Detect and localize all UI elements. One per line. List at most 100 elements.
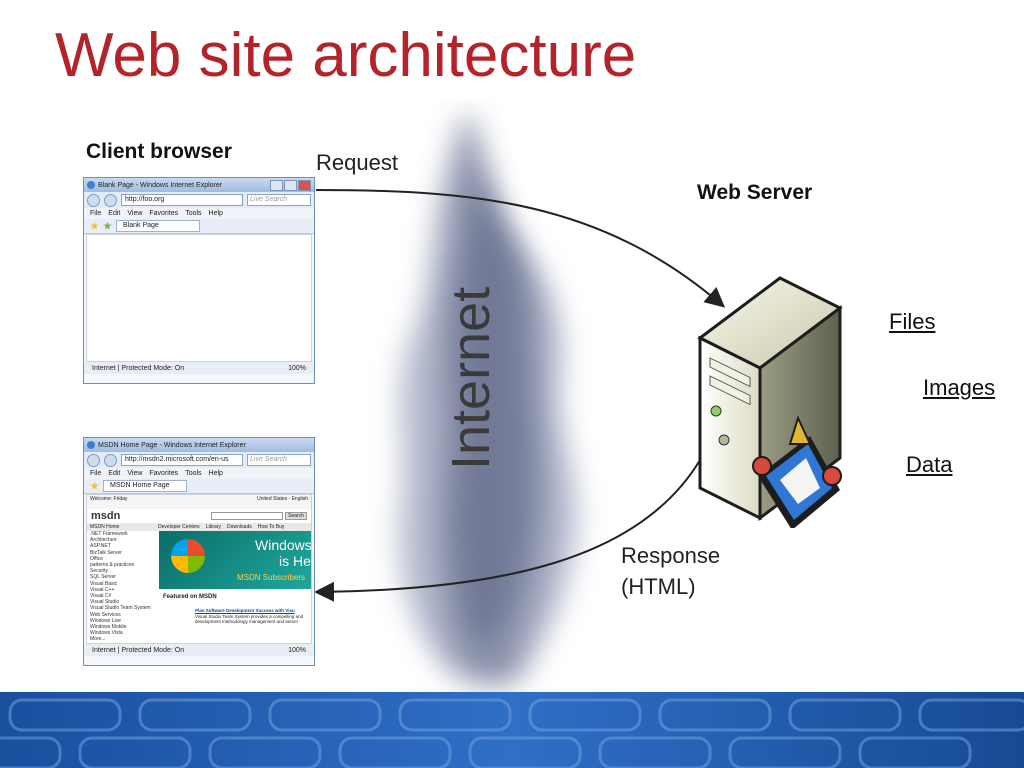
response-arrow (314, 459, 701, 602)
featured-text: Visual Studio Team System provides a com… (195, 614, 304, 624)
msdn-nav-howtobuy[interactable]: How To Buy (257, 524, 285, 530)
menu-file[interactable]: File (90, 210, 102, 217)
msdn-sidebar-item[interactable]: Architecture (90, 537, 117, 544)
msdn-nav-library[interactable]: Library (205, 524, 221, 530)
windows-banner[interactable]: Windows is He MSDN Subscribers (159, 531, 311, 589)
browser1-title: Blank Page - Windows Internet Explorer (98, 181, 223, 189)
forward-icon[interactable] (104, 193, 117, 207)
maximize-icon[interactable] (284, 180, 297, 191)
menu-view[interactable]: View (127, 210, 143, 217)
msdn-nav: MSDN Home Developer Centers Library Down… (87, 523, 311, 531)
msdn-page: Welcome: Friday United States - English … (86, 494, 312, 644)
browser1-tabbar: Blank Page (84, 219, 314, 234)
menu-favorites[interactable]: Favorites (149, 470, 179, 477)
browser2-tabbar: MSDN Home Page (84, 479, 314, 494)
menu-help[interactable]: Help (208, 210, 223, 217)
menu-help[interactable]: Help (208, 470, 223, 477)
msdn-sidebar-item[interactable]: Visual Studio Team System (90, 605, 151, 612)
browser2-addressbar: http://msdn2.microsoft.com/en-us Live Se… (84, 452, 314, 468)
browser2-menubar: File Edit View Favorites Tools Help (84, 468, 314, 479)
msdn-nav-devcenters[interactable]: Developer Centers (158, 524, 200, 530)
files-link[interactable]: Files (889, 309, 936, 334)
menu-edit[interactable]: Edit (108, 470, 121, 477)
msdn-sidebar-item[interactable]: More... (90, 636, 106, 643)
msdn-sidebar-item[interactable]: Windows Vista (90, 630, 123, 637)
msdn-sidebar-item[interactable]: Visual Studio (90, 599, 120, 606)
msdn-sidebar-item[interactable]: Windows Live (90, 617, 121, 624)
browser-window-msdn: MSDN Home Page - Windows Internet Explor… (83, 437, 315, 666)
back-icon[interactable] (87, 193, 100, 207)
menu-edit[interactable]: Edit (108, 210, 121, 217)
back-icon[interactable] (87, 453, 100, 467)
menu-file[interactable]: File (90, 470, 102, 477)
web-server-label: Web Server (697, 181, 813, 204)
banner-line2: is He (279, 553, 311, 569)
window-controls (270, 180, 311, 191)
msdn-search-button[interactable]: Search (285, 512, 307, 520)
response-format-label: (HTML) (621, 574, 696, 599)
menu-view[interactable]: View (127, 470, 143, 477)
ie-icon (87, 441, 95, 449)
add-favorite-icon[interactable] (103, 221, 112, 230)
msdn-locale[interactable]: United States - English (257, 496, 308, 502)
browser2-tab[interactable]: MSDN Home Page (103, 480, 187, 492)
msdn-sidebar-item[interactable]: Visual C++ (90, 586, 115, 593)
msdn-header: msdn Search (87, 509, 311, 523)
ie-icon (87, 181, 95, 189)
browser2-zoom[interactable]: 100% (288, 646, 306, 654)
msdn-sidebar-item[interactable]: patterns & practices (90, 562, 135, 569)
msdn-sidebar-item[interactable]: Security (90, 568, 109, 575)
browser2-title: MSDN Home Page - Windows Internet Explor… (98, 441, 246, 449)
images-link[interactable]: Images (923, 375, 996, 400)
minimize-icon[interactable] (270, 180, 283, 191)
banner-line1: Windows (255, 537, 311, 553)
forward-icon[interactable] (104, 453, 117, 467)
browser1-url[interactable]: http://foo.org (121, 194, 243, 206)
msdn-welcome: Welcome: Friday (90, 496, 128, 502)
msdn-nav-downloads[interactable]: Downloads (226, 524, 252, 530)
browser1-content (86, 234, 312, 362)
browser1-status: Internet | Protected Mode: On (92, 364, 185, 372)
msdn-sidebar-item[interactable]: ASP.NET (90, 543, 111, 550)
request-arrow (315, 189, 726, 308)
data-link[interactable]: Data (906, 452, 953, 477)
msdn-nav-home[interactable]: MSDN Home (90, 524, 120, 530)
featured-link[interactable]: Plan Software Development Success with V… (195, 608, 295, 613)
featured-title: Featured on MSDN (163, 594, 217, 600)
msdn-logo[interactable]: msdn (91, 510, 121, 522)
windows-logo-icon (171, 539, 205, 573)
browser1-zoom[interactable]: 100% (288, 364, 306, 372)
menu-favorites[interactable]: Favorites (149, 210, 179, 217)
favorites-star-icon[interactable] (90, 221, 99, 230)
msdn-sidebar-item[interactable]: Web Services (90, 611, 121, 618)
msdn-sidebar-item[interactable]: BizTalk Server (90, 549, 122, 556)
browser1-tab[interactable]: Blank Page (116, 220, 200, 232)
browser-window-blank: Blank Page - Windows Internet Explorer h… (83, 177, 315, 384)
browser1-titlebar: Blank Page - Windows Internet Explorer (84, 178, 314, 192)
menu-tools[interactable]: Tools (185, 470, 202, 477)
browser1-addressbar: http://foo.org Live Search (84, 192, 314, 208)
browser2-search[interactable]: Live Search (247, 454, 311, 466)
menu-tools[interactable]: Tools (185, 210, 202, 217)
favorites-star-icon[interactable] (90, 481, 99, 490)
msdn-sidebar-item[interactable]: Office (90, 555, 103, 562)
msdn-sidebar-item[interactable]: SQL Server (90, 574, 116, 581)
close-icon[interactable] (298, 180, 311, 191)
msdn-sidebar-item[interactable]: Visual C# (90, 593, 112, 600)
msdn-sidebar-item[interactable]: .NET Framework (90, 531, 128, 537)
request-label: Request (316, 150, 398, 175)
browser1-statusbar: Internet | Protected Mode: On 100% (84, 362, 314, 374)
browser1-menubar: File Edit View Favorites Tools Help (84, 208, 314, 219)
msdn-search-input[interactable] (211, 512, 284, 520)
footer-band (0, 692, 1024, 768)
web-server-icon (697, 276, 843, 528)
browser2-url[interactable]: http://msdn2.microsoft.com/en-us (121, 454, 243, 466)
msdn-sidebar-item[interactable]: Windows Mobile (90, 624, 127, 631)
vs-emblem-icon (752, 415, 842, 528)
msdn-sidebar-item[interactable]: Visual Basic (90, 580, 118, 587)
msdn-topbar: Welcome: Friday United States - English (87, 495, 311, 509)
internet-cloud (397, 110, 578, 685)
browser1-search[interactable]: Live Search (247, 194, 311, 206)
